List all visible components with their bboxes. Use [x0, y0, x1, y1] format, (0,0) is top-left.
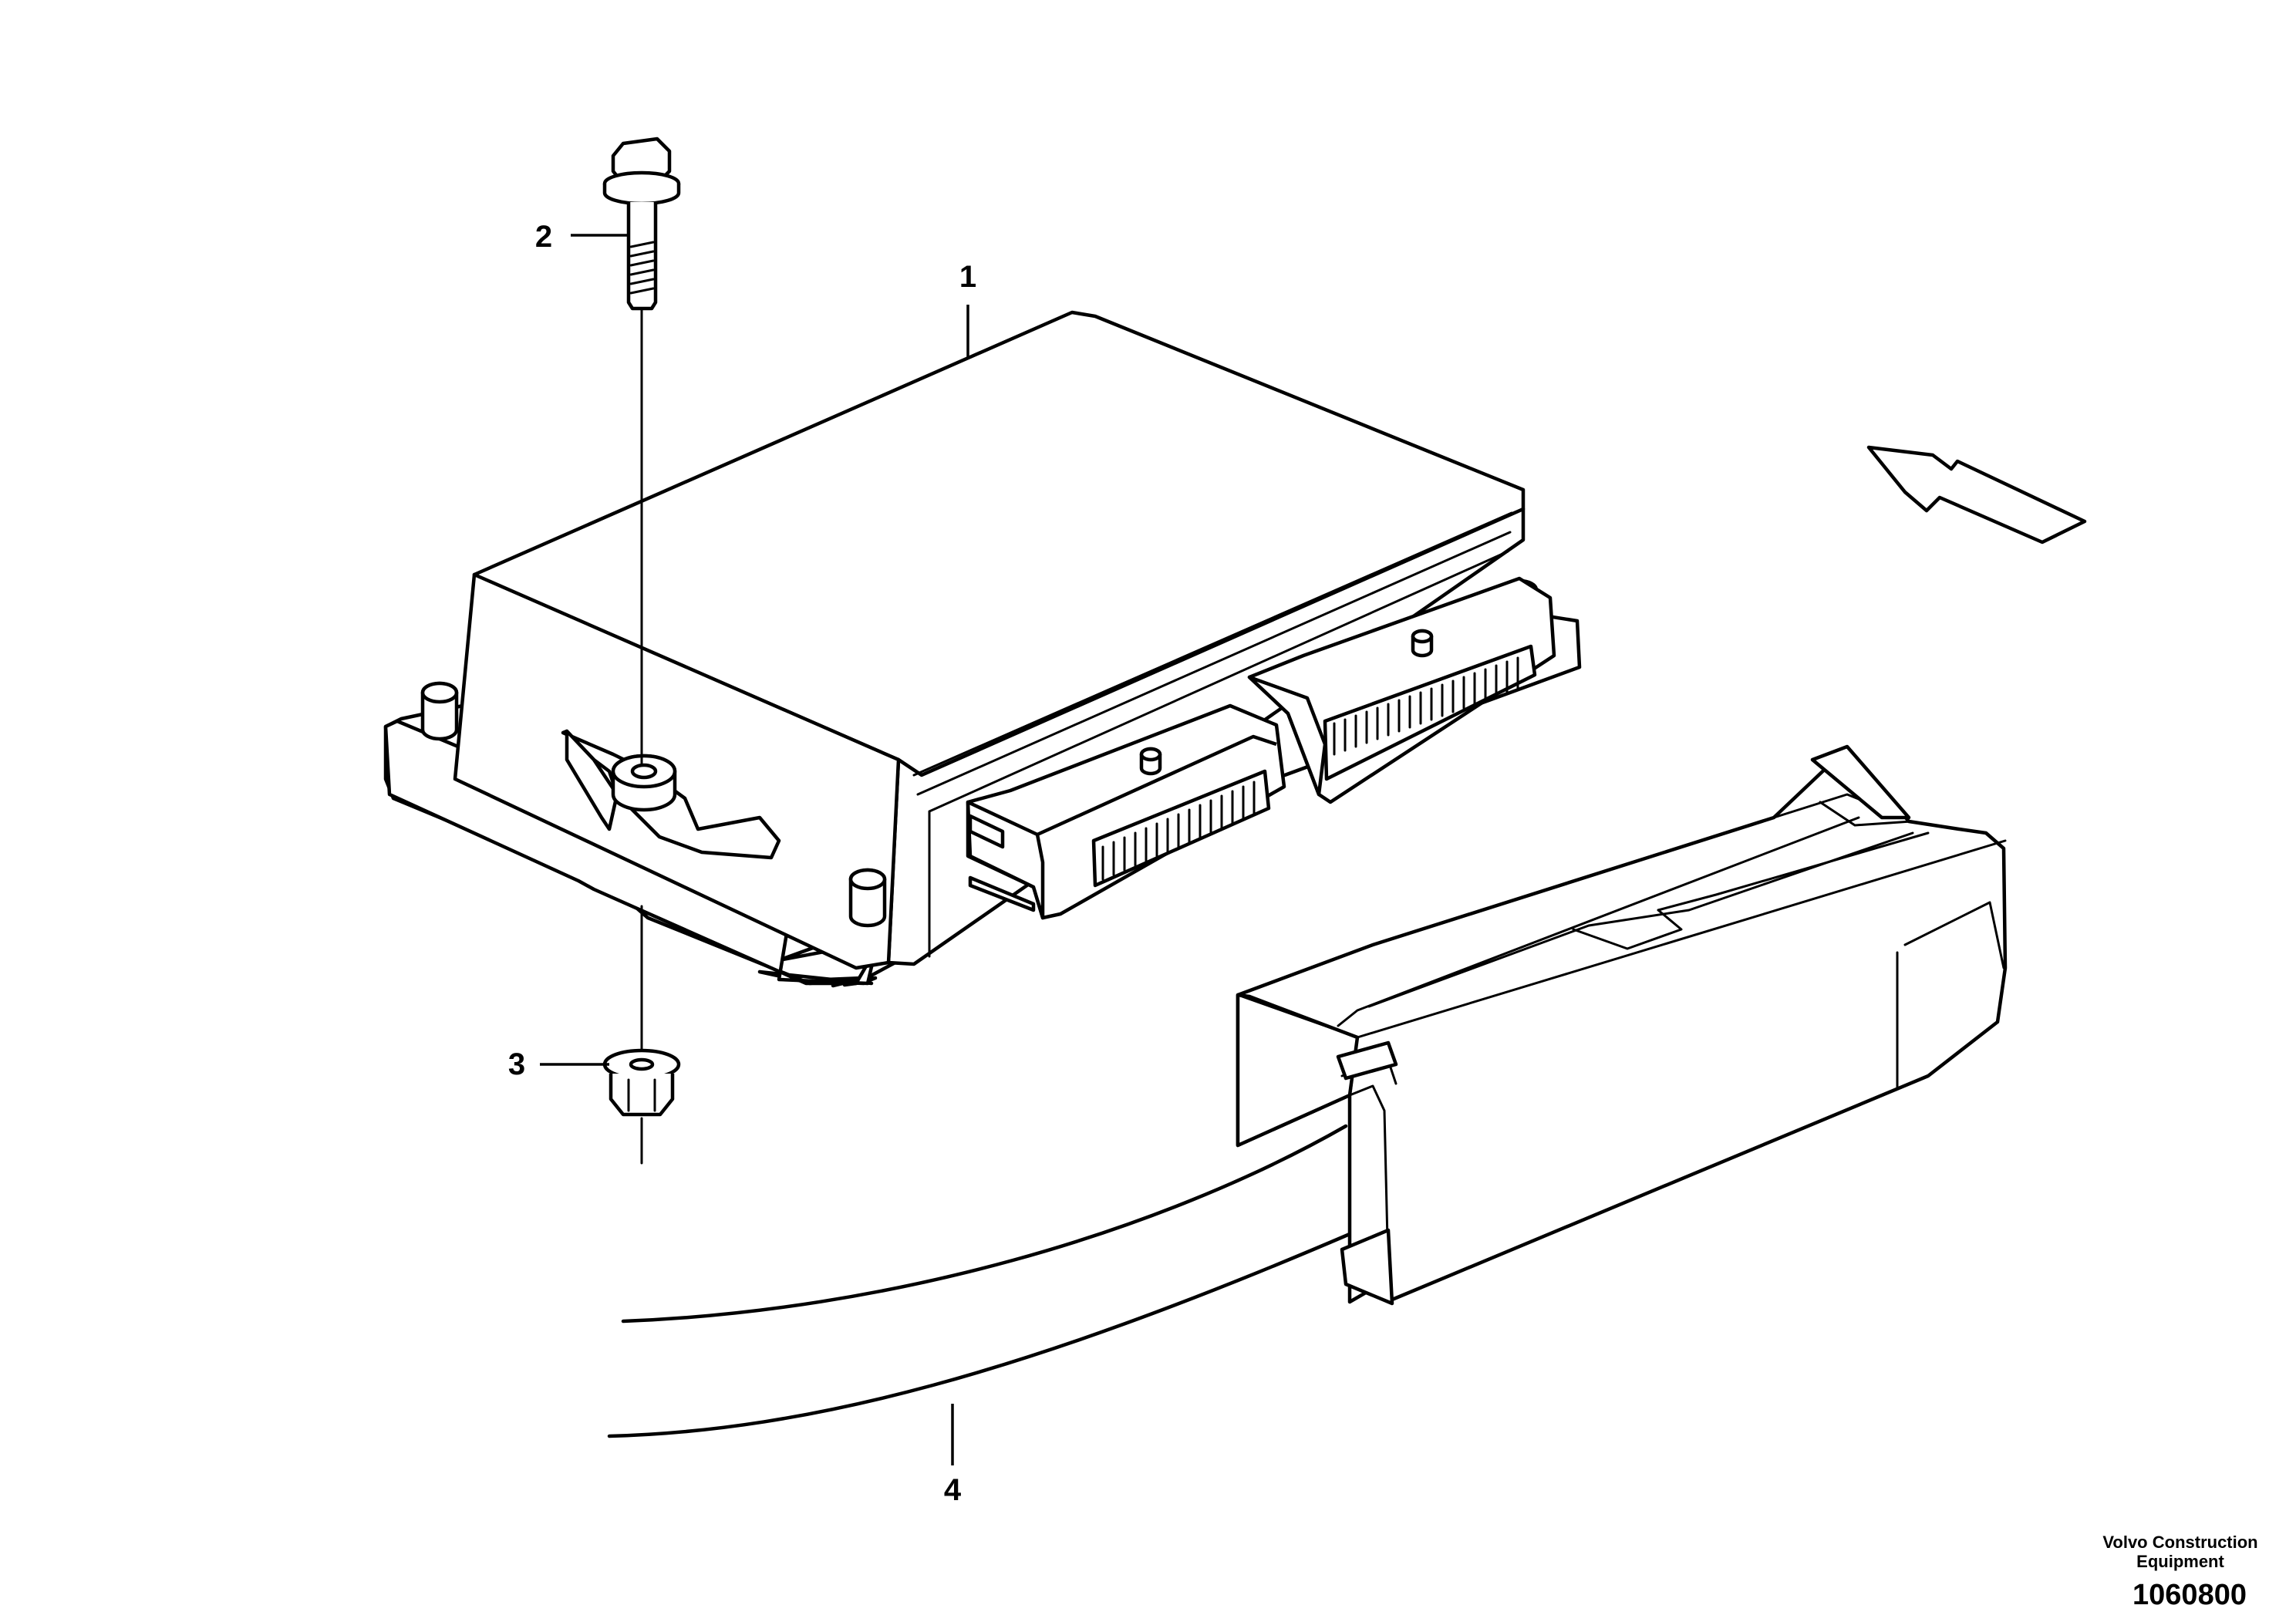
- credit-line-2: Equipment: [2136, 1552, 2224, 1571]
- connector-b: [1247, 576, 1556, 804]
- credit-line-1: Volvo Construction: [2102, 1533, 2257, 1552]
- flange-screw[interactable]: [602, 137, 681, 311]
- drawing-number: 1060800: [2132, 1579, 2247, 1611]
- cable-harness[interactable]: [607, 744, 2008, 1438]
- control-unit[interactable]: [383, 310, 1582, 988]
- callout-1: 1: [959, 260, 976, 294]
- flange-nut[interactable]: [602, 1048, 681, 1117]
- callout-4: 4: [944, 1473, 962, 1507]
- direction-arrow-icon: [1866, 445, 2087, 545]
- connector-a: [966, 703, 1286, 920]
- callout-3: 3: [508, 1047, 525, 1081]
- callout-2: 2: [535, 220, 552, 254]
